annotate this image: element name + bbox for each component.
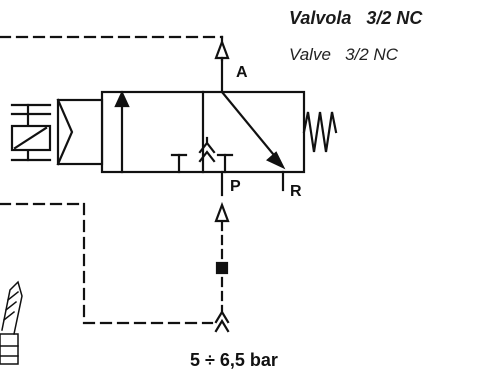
- port-r-label: R: [290, 183, 302, 200]
- solenoid-actuator-icon: [10, 98, 104, 166]
- supply-inlet-icon: [214, 309, 230, 333]
- valve-title-it: Valvola 3/2 NC: [289, 8, 423, 28]
- valve-body: [100, 90, 306, 174]
- spring-return-icon: [302, 111, 338, 153]
- supply-pressure-label: 5 ÷ 6,5 bar: [190, 350, 278, 370]
- port-p-label: P: [230, 178, 241, 195]
- supply-connector-icon: [215, 261, 229, 275]
- pilot-line-bottom: [0, 202, 214, 325]
- port-a-label: A: [236, 64, 248, 81]
- valve-title-en: Valve 3/2 NC: [289, 45, 398, 64]
- port-p-arrow-icon: [214, 201, 230, 223]
- port-a-arrow-icon: [214, 38, 230, 60]
- push-button-icon: [0, 280, 23, 365]
- pilot-line-top: [0, 35, 224, 62]
